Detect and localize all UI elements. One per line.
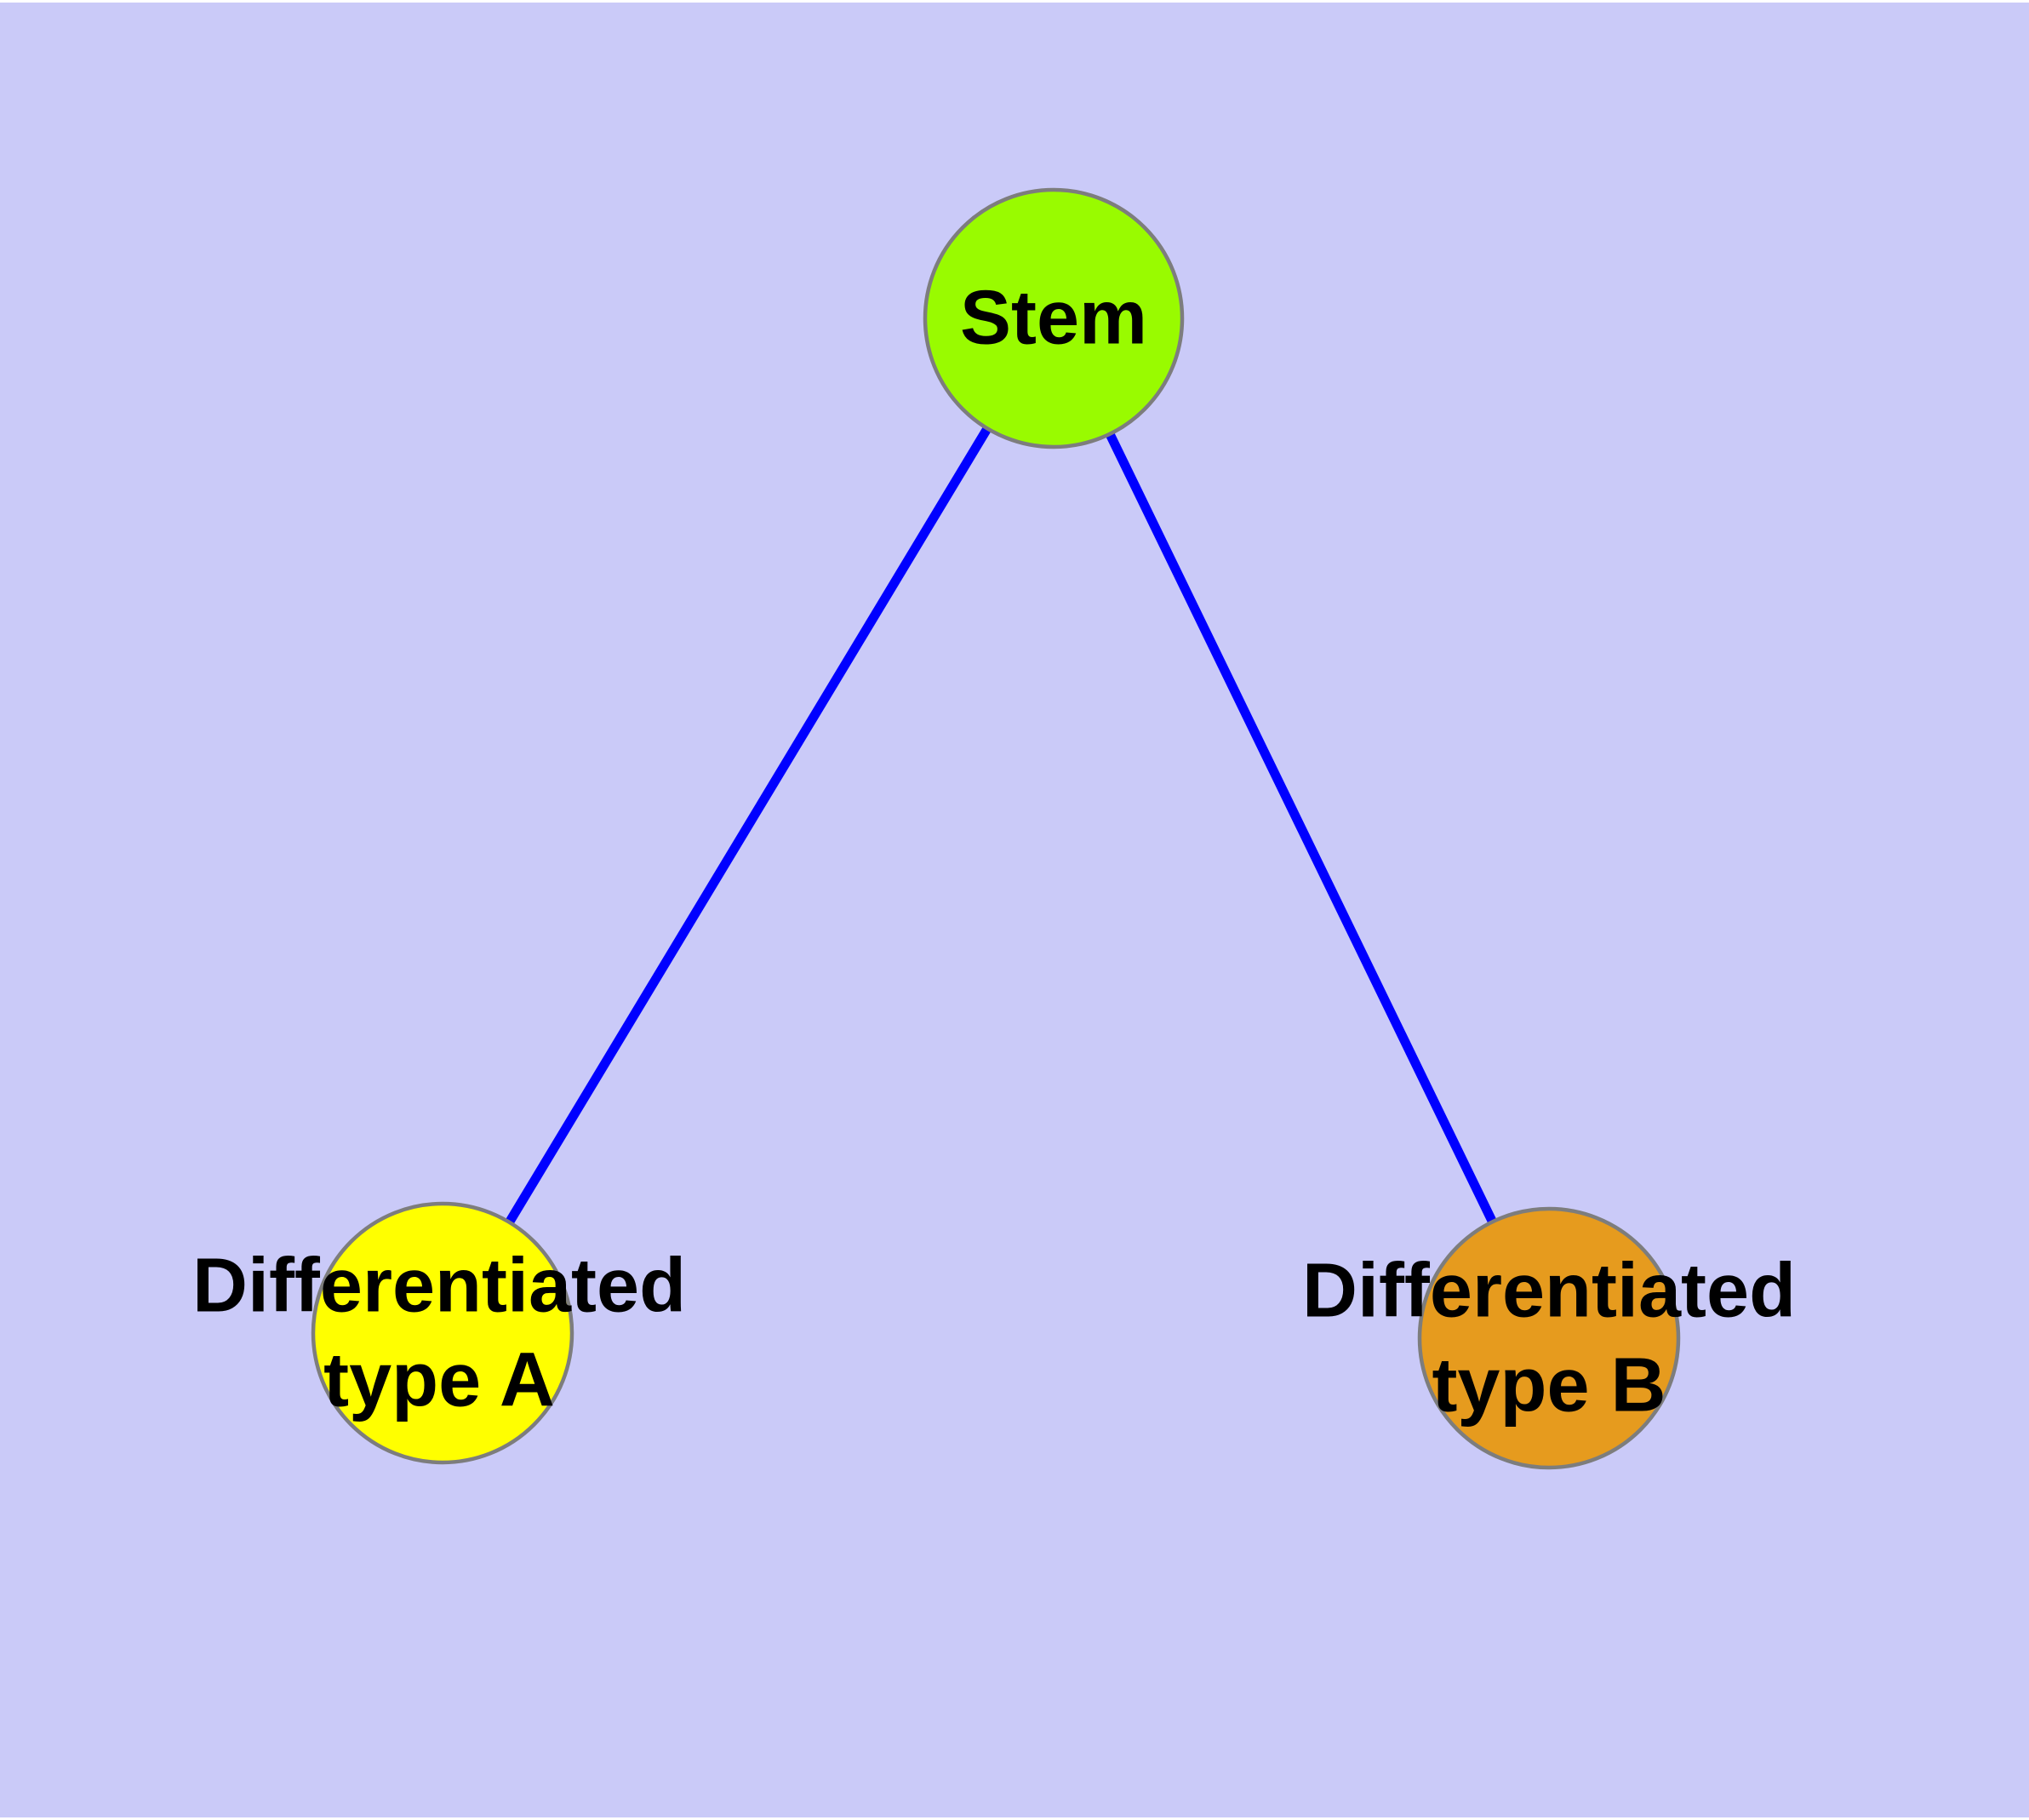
node-differentiated-type-a-label-line1: Differentiated bbox=[191, 1243, 687, 1329]
node-stem-label: Stem bbox=[960, 272, 1147, 366]
node-differentiated-type-b-label: Differentiated type B bbox=[1302, 1244, 1796, 1432]
edge-stem-to-type-b bbox=[1049, 316, 1553, 1341]
graph-svg bbox=[311, 187, 1681, 1470]
edge-stem-to-type-a bbox=[438, 316, 1058, 1336]
node-differentiated-type-b-label-line2: type B bbox=[1432, 1342, 1666, 1428]
node-stem-label-text: Stem bbox=[959, 275, 1148, 361]
node-differentiated-type-b bbox=[1417, 1206, 1681, 1470]
node-differentiated-type-a-label-line2: type A bbox=[323, 1337, 555, 1422]
node-stem bbox=[923, 187, 1185, 449]
graph-canvas: Stem Differentiated type A Differentiate… bbox=[0, 3, 2029, 1817]
node-differentiated-type-b-label-line1: Differentiated bbox=[1301, 1248, 1797, 1334]
node-differentiated-type-a-label: Differentiated type A bbox=[192, 1239, 686, 1427]
node-differentiated-type-a bbox=[311, 1201, 574, 1465]
